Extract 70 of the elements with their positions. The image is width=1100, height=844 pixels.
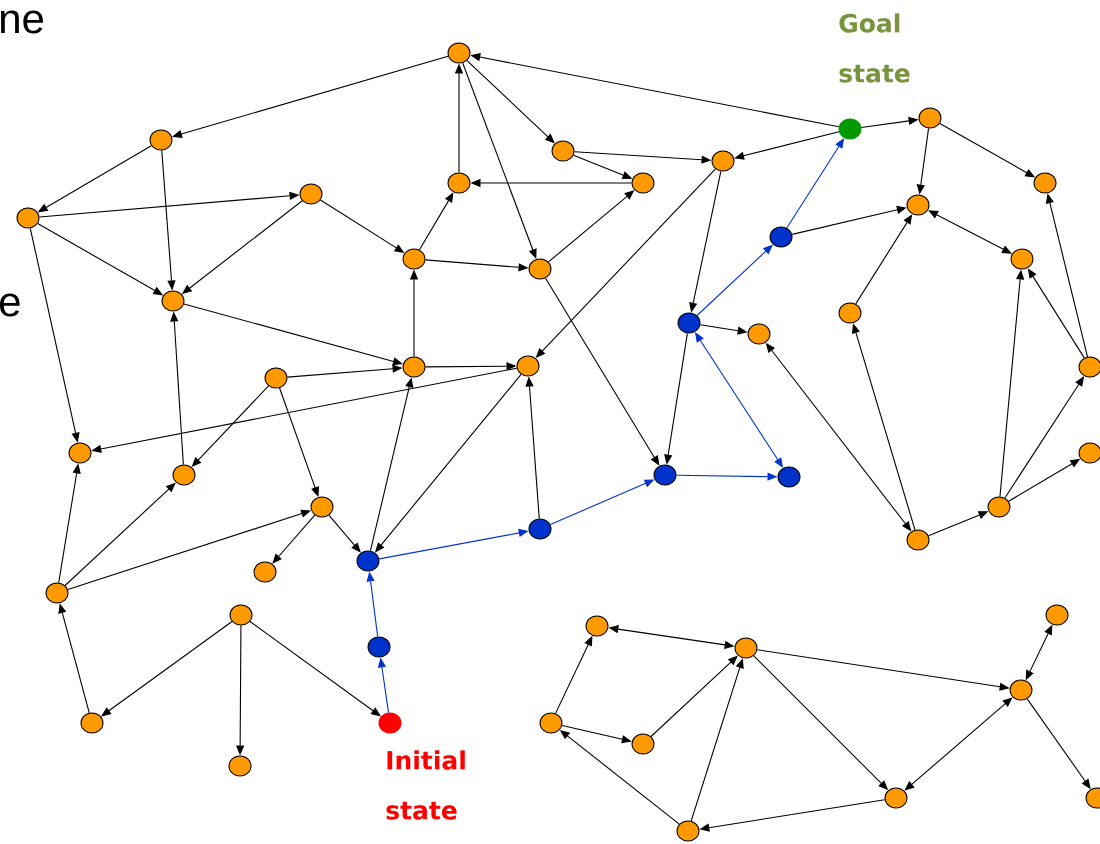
arrow (249, 621, 381, 717)
state-node (229, 604, 253, 626)
state-node (747, 323, 771, 345)
state-node (1010, 248, 1034, 270)
state-node (1045, 604, 1069, 626)
arrow (272, 514, 316, 564)
state-node (631, 733, 655, 755)
state-node (539, 712, 563, 734)
state-node (838, 302, 862, 324)
arrow (183, 303, 403, 366)
arrow (279, 387, 319, 497)
arrow (172, 55, 449, 138)
state-node (906, 194, 930, 216)
arrow (650, 655, 738, 738)
state-node (528, 518, 552, 540)
state-node (551, 140, 575, 162)
arrow (545, 277, 660, 466)
state-node (402, 248, 426, 270)
arrow (462, 62, 537, 259)
state-node (253, 561, 277, 583)
state-node (906, 529, 930, 551)
state-node (528, 258, 552, 280)
state-node (884, 787, 908, 809)
state-label: Initial state (386, 750, 465, 820)
arrow (855, 214, 913, 305)
state-node (987, 496, 1011, 518)
arrow (904, 697, 1013, 791)
arrow (101, 621, 233, 717)
state-node (734, 637, 758, 659)
state-node (310, 496, 334, 518)
state-node (16, 207, 40, 229)
state-node (677, 312, 701, 334)
state-node (1033, 172, 1057, 194)
state-node (172, 464, 196, 486)
state-node (447, 172, 471, 194)
arrow (64, 482, 176, 587)
state-node (516, 355, 540, 377)
state-node (228, 755, 252, 777)
state-node (653, 464, 677, 486)
state-node (1078, 356, 1100, 378)
arrow (690, 658, 744, 822)
state-node (1009, 679, 1033, 701)
arrow (328, 514, 361, 553)
state-node (1078, 442, 1100, 464)
state-node (447, 42, 471, 64)
arrow (418, 192, 454, 251)
slide-text: ne (1, 10, 44, 34)
state-node (68, 442, 92, 464)
state-node (367, 636, 391, 658)
state-node (585, 615, 609, 637)
state-node (161, 290, 185, 312)
state-label: Goal state (839, 13, 910, 83)
state-node (838, 118, 862, 140)
arrow (928, 210, 1012, 254)
state-node (402, 356, 426, 378)
state-node (676, 820, 700, 842)
state-node (631, 172, 655, 194)
state-node (149, 129, 173, 151)
state-node (356, 550, 380, 572)
state-node (299, 183, 323, 205)
state-node (264, 367, 288, 389)
state-node (80, 712, 104, 734)
state-node (777, 466, 801, 488)
state-node (918, 107, 942, 129)
slide-text: e (0, 293, 20, 317)
state-node (711, 150, 735, 172)
state-node (378, 712, 402, 734)
state-node (1085, 787, 1100, 809)
state-node (769, 226, 793, 248)
state-node (45, 582, 69, 604)
